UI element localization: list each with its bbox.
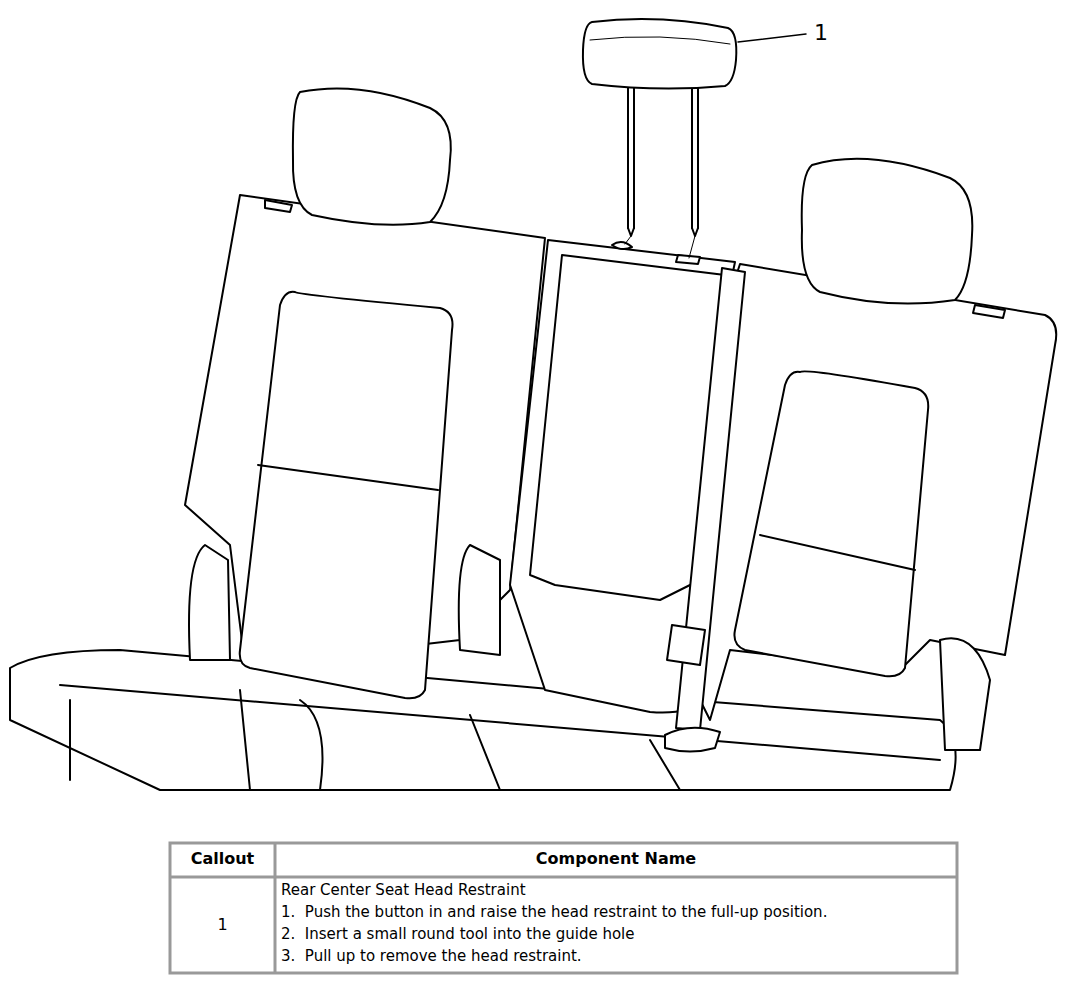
leader-line: [738, 34, 806, 42]
table-header: Callout: [172, 849, 273, 868]
left-headrest: [293, 88, 451, 224]
table-header: Component Name: [277, 849, 955, 868]
table-rule: [170, 876, 957, 879]
seat-cushion: [10, 650, 956, 790]
cushion-seam: [60, 685, 940, 760]
table-border: [170, 843, 957, 973]
release-button: [676, 255, 700, 264]
headrest-seam: [590, 37, 730, 44]
center-headrest: [583, 19, 736, 88]
panel-seam: [258, 465, 438, 490]
headrest-post: [628, 84, 698, 228]
table-cell: 2. Insert a small round tool into the gu…: [281, 925, 953, 943]
callout-number: 1: [814, 20, 854, 46]
right-headrest: [802, 159, 973, 304]
seat-hinge: [459, 545, 500, 655]
table-cell: 3. Pull up to remove the head restraint.: [281, 947, 953, 965]
right-seat-back: [700, 264, 1056, 720]
table-cell: 1: [172, 915, 273, 934]
headrest-post: [628, 228, 698, 236]
seat-hinge: [189, 545, 230, 660]
left-seat-panel: [240, 292, 453, 699]
seat-hinge: [940, 638, 990, 750]
guide-hole: [612, 242, 632, 249]
table-cell: Rear Center Seat Head Restraint: [281, 881, 953, 899]
guide-sleeve: [973, 305, 1005, 318]
belt-latch: [667, 625, 705, 665]
right-seat-panel: [734, 371, 928, 676]
belt-buckle: [665, 728, 720, 752]
table-cell: 1. Push the button in and raise the head…: [281, 903, 953, 921]
table-rule: [274, 843, 277, 973]
panel-seam: [760, 535, 915, 570]
install-line: [625, 236, 695, 258]
guide-sleeve: [265, 200, 292, 212]
cushion-seam: [69, 700, 71, 780]
